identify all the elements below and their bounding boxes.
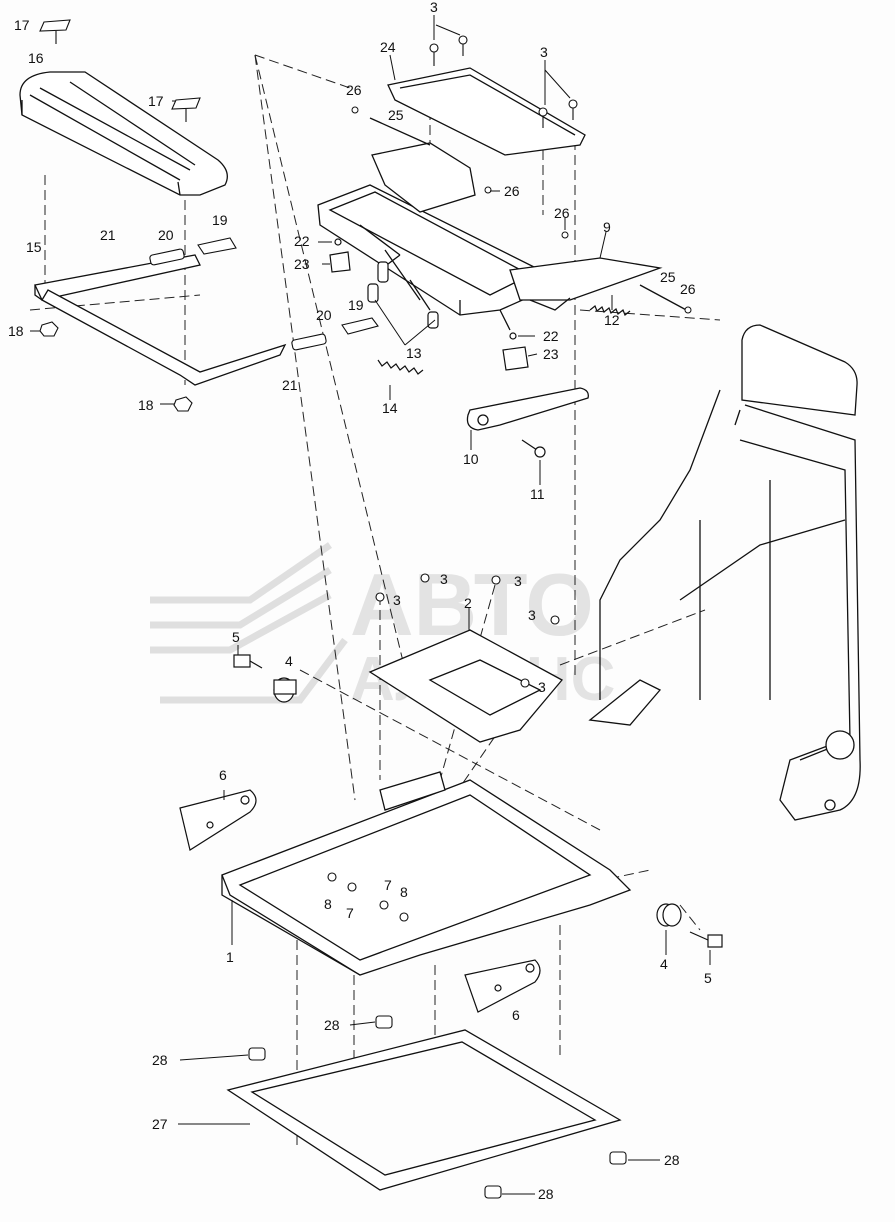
part-lever-13 <box>367 261 439 329</box>
callout-12: 12 <box>604 312 620 328</box>
part-nut-18a <box>39 321 59 337</box>
callout-22: 22 <box>294 233 310 249</box>
callout-8: 8 <box>324 896 332 912</box>
callout-3: 3 <box>528 607 536 623</box>
part-stud-5b <box>689 931 723 948</box>
callout-23: 23 <box>543 346 559 362</box>
part-pad-19a <box>197 237 237 255</box>
callout-26: 26 <box>554 205 570 221</box>
callout-25: 25 <box>660 269 676 285</box>
part-nut-18b <box>173 396 193 412</box>
part-pin-25b <box>639 284 691 313</box>
part-bolts-7-8 <box>327 872 409 922</box>
callout-1: 1 <box>226 949 234 965</box>
part-bracket-15 <box>34 254 287 386</box>
callout-26: 26 <box>680 281 696 297</box>
callout-19: 19 <box>348 297 364 313</box>
part-rack-6b <box>464 959 541 1013</box>
callout-20: 20 <box>158 227 174 243</box>
callout-3: 3 <box>540 44 548 60</box>
callout-14: 14 <box>382 400 398 416</box>
part-seat-back-frame <box>588 324 861 821</box>
callout-28: 28 <box>538 1186 554 1202</box>
callout-labels: 17 16 17 15 18 18 21 20 19 19 20 21 14 1… <box>8 0 712 1202</box>
callout-18: 18 <box>138 397 154 413</box>
part-clips-28 <box>248 1015 627 1199</box>
callout-6: 6 <box>512 1007 520 1023</box>
callout-26: 26 <box>346 82 362 98</box>
callout-4: 4 <box>660 956 668 972</box>
callout-13: 13 <box>406 345 422 361</box>
callout-4: 4 <box>285 653 293 669</box>
callout-3: 3 <box>430 0 438 15</box>
part-spring-12 <box>589 305 631 316</box>
callout-7: 7 <box>346 905 354 921</box>
part-stud-5a <box>233 654 263 669</box>
callout-2: 2 <box>464 595 472 611</box>
callout-5: 5 <box>232 629 240 645</box>
callout-3: 3 <box>393 592 401 608</box>
callout-5: 5 <box>704 970 712 986</box>
callout-16: 16 <box>28 50 44 66</box>
part-cap-17a <box>39 19 71 44</box>
part-floor-plate-2 <box>368 629 564 743</box>
part-plate-9 <box>509 257 663 311</box>
part-bottom-frame-27 <box>226 1029 622 1191</box>
callout-26: 26 <box>504 183 520 199</box>
part-seat-base-frame-1 <box>221 771 632 976</box>
part-knob-23a <box>329 238 351 273</box>
callout-15: 15 <box>26 239 42 255</box>
callout-3: 3 <box>440 571 448 587</box>
leader-lines <box>30 15 711 1195</box>
callout-28: 28 <box>664 1152 680 1168</box>
part-pins-26 <box>351 106 692 314</box>
part-screws-3-lower <box>375 573 560 688</box>
callout-6: 6 <box>219 767 227 783</box>
part-rack-6a <box>179 789 257 851</box>
callout-9: 9 <box>603 219 611 235</box>
watermark-logo <box>150 542 348 704</box>
callout-20: 20 <box>316 307 332 323</box>
callout-3: 3 <box>538 679 546 695</box>
part-armrest-16 <box>19 71 228 196</box>
callout-19: 19 <box>212 212 228 228</box>
part-bushing-4a <box>273 677 297 703</box>
part-lever-10 <box>466 387 589 431</box>
callout-8: 8 <box>400 884 408 900</box>
callout-22: 22 <box>543 328 559 344</box>
part-knob-23b <box>502 332 529 371</box>
callout-3: 3 <box>514 573 522 589</box>
callout-23: 23 <box>294 256 310 272</box>
part-cap-17b <box>171 97 201 122</box>
callout-18: 18 <box>8 323 24 339</box>
part-pad-19b <box>341 317 379 335</box>
callout-7: 7 <box>384 877 392 893</box>
callout-17: 17 <box>14 17 30 33</box>
callout-28: 28 <box>152 1052 168 1068</box>
assembly-guide-lines <box>29 54 721 1150</box>
part-clip-20a <box>149 248 185 266</box>
part-screws-3-upper <box>429 35 578 128</box>
callout-27: 27 <box>152 1116 168 1132</box>
callout-28: 28 <box>324 1017 340 1033</box>
callout-11: 11 <box>530 486 545 502</box>
part-bushing-4b <box>656 903 682 927</box>
part-clip-20b <box>291 333 327 351</box>
callout-17: 17 <box>148 93 164 109</box>
callout-24: 24 <box>380 39 396 55</box>
part-bracket-25a <box>369 117 476 213</box>
callout-21: 21 <box>100 227 116 243</box>
callout-10: 10 <box>463 451 479 467</box>
callout-25: 25 <box>388 107 404 123</box>
part-bolt-11 <box>521 439 546 458</box>
callout-21: 21 <box>282 377 298 393</box>
part-spring-14 <box>377 359 424 375</box>
